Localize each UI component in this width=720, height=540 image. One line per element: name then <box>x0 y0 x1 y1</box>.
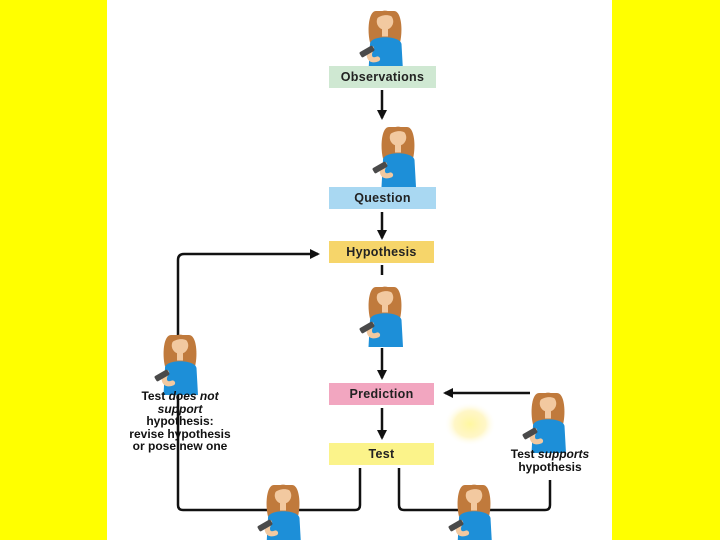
woman-figure-left <box>154 335 198 395</box>
label-emphasis: supports <box>537 447 590 461</box>
label-text: Test <box>510 447 538 461</box>
label-text: hypothesis <box>518 459 582 474</box>
woman-figure-observations <box>359 11 403 71</box>
observations-box: Observations <box>329 66 436 88</box>
woman-figure-hypothesis <box>359 287 403 347</box>
woman-figure-bottom-right <box>448 485 492 540</box>
arrow-loop-back-to-hypothesis <box>176 249 362 512</box>
test-box: Test <box>329 443 434 465</box>
woman-figure-bottom-left <box>257 485 301 540</box>
question-box: Question <box>329 187 436 209</box>
test-does-not-support-label: Test does not support hypothesis: revise… <box>110 390 250 453</box>
woman-figure-right <box>522 393 566 453</box>
label-text: revise hypothesis <box>129 426 231 441</box>
woman-figure-question <box>372 127 416 187</box>
label-emphasis: support <box>157 401 203 416</box>
label-text: hypothesis: <box>146 414 214 428</box>
label-text: or pose new one <box>132 439 228 453</box>
flashlight-glow <box>444 402 496 446</box>
test-supports-label: Test supports hypothesis <box>492 448 608 473</box>
label-text: Test <box>141 389 169 403</box>
label-emphasis: does not <box>168 389 219 403</box>
hypothesis-box: Hypothesis <box>329 241 434 263</box>
prediction-box: Prediction <box>329 383 434 405</box>
